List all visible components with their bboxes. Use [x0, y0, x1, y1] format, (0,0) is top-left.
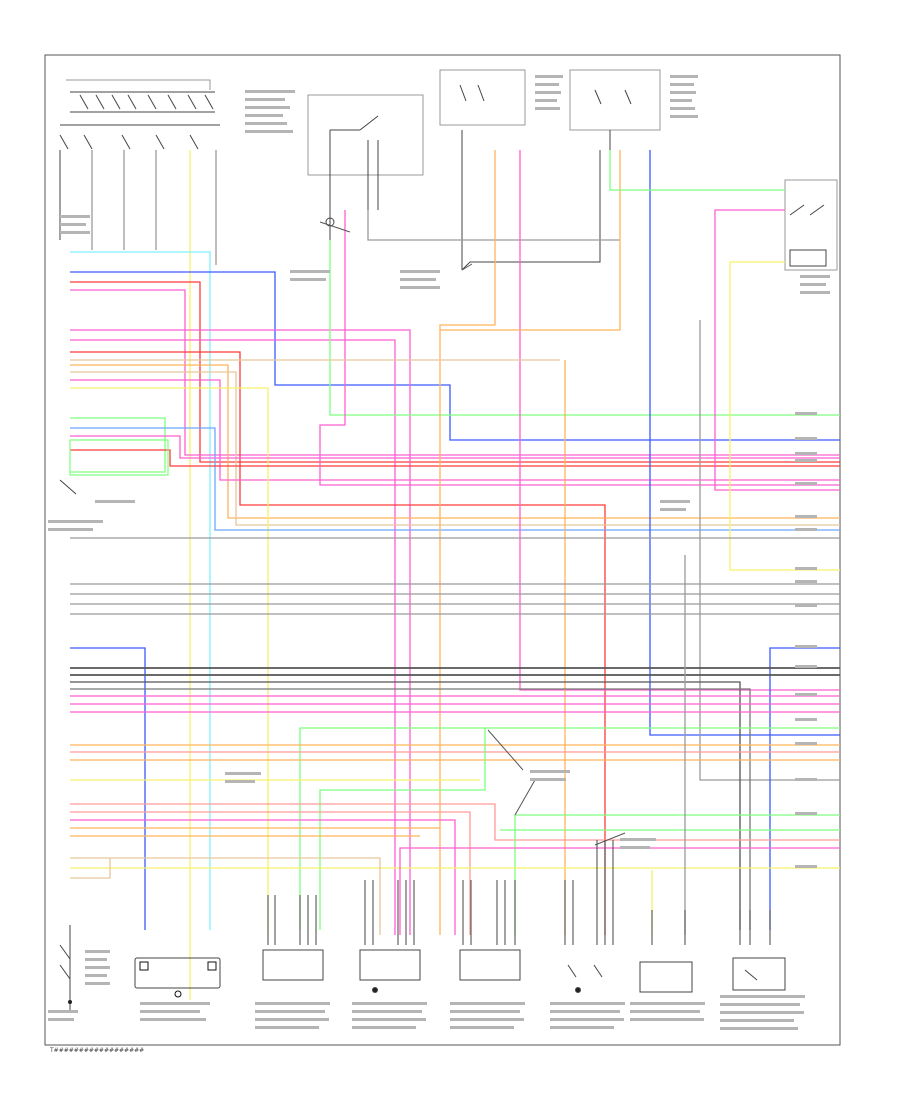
component-label-placeholders [48, 75, 830, 1030]
relay-box-center [439, 69, 601, 271]
connector-stubs [262, 840, 786, 993]
diagram-frame [44, 54, 841, 1046]
left-switch-loop [59, 439, 169, 495]
top-left-fuse-panel [59, 79, 220, 240]
diagram-footer-code: T################## [49, 1047, 144, 1054]
ignition-switch-box [307, 94, 424, 240]
right-relay-module [784, 179, 838, 271]
splice-callouts [319, 221, 626, 846]
bottom-left-switch [59, 925, 72, 1010]
wire-layer [70, 150, 840, 1000]
right-edge-wire-labels [795, 412, 817, 868]
relay-box-right [569, 69, 661, 175]
bottom-module-left [134, 957, 221, 998]
